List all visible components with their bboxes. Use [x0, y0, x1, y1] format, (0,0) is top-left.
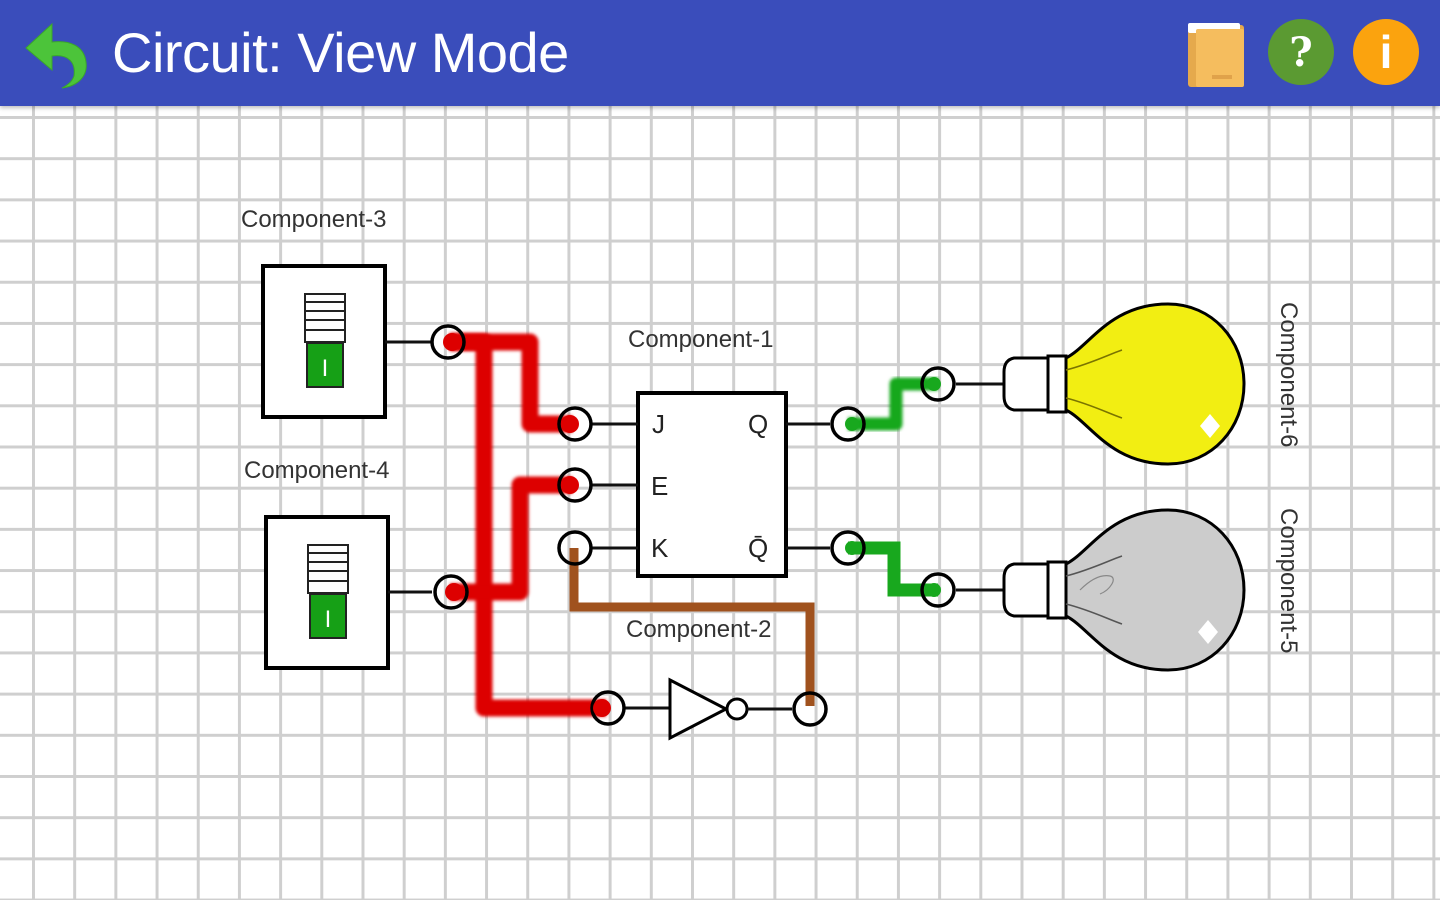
- component-label: Component-2: [626, 616, 771, 643]
- terminal-not-in[interactable]: [590, 690, 626, 726]
- terminal-c4-out[interactable]: [433, 574, 469, 610]
- switch-glyph: I: [322, 355, 329, 382]
- switch-component-4[interactable]: Component-4 I: [244, 457, 432, 670]
- component-label: Component-3: [241, 206, 386, 233]
- terminal-j[interactable]: [557, 406, 593, 442]
- terminal-bulb5-in[interactable]: [920, 572, 956, 608]
- terminal-bulb6-in[interactable]: [920, 366, 956, 402]
- switch-glyph: I: [325, 606, 332, 633]
- not-gate-component-2[interactable]: Component-2: [624, 616, 792, 741]
- manual-button[interactable]: [1184, 19, 1248, 89]
- light-bulb-component-6[interactable]: Component-6: [956, 302, 1302, 466]
- toggle-icon: I: [307, 544, 349, 639]
- pin-label-k: K: [651, 533, 669, 563]
- undo-arrow-icon: [25, 22, 87, 89]
- wire-c3-to-j[interactable]: [450, 333, 572, 433]
- terminal-qbar[interactable]: [830, 530, 866, 566]
- terminal-e[interactable]: [557, 467, 593, 503]
- component-label: Component-6: [1275, 302, 1302, 447]
- app-bar: Circuit: View Mode ? i: [0, 0, 1440, 106]
- switch-component-3[interactable]: Component-3 I: [241, 206, 432, 419]
- pin-label-e: E: [651, 471, 668, 501]
- wire-not-to-k[interactable]: [569, 548, 815, 706]
- wire-end-caps: [443, 333, 941, 717]
- page-title: Circuit: View Mode: [112, 21, 569, 84]
- component-label: Component-4: [244, 457, 389, 484]
- pin-label-j: J: [652, 409, 665, 439]
- wire-qbar-to-bulb5[interactable]: [848, 541, 938, 597]
- info-button[interactable]: i: [1353, 19, 1419, 85]
- pin-label-qbar: Q̄: [748, 533, 768, 563]
- info-icon: i: [1379, 26, 1393, 78]
- help-button[interactable]: ?: [1268, 19, 1334, 85]
- wire-c4-to-e[interactable]: [450, 476, 572, 601]
- book-icon: [1188, 23, 1244, 87]
- terminal-k[interactable]: [557, 530, 593, 566]
- question-icon: ?: [1289, 28, 1313, 76]
- jk-flip-flop-component-1[interactable]: Component-1 J E K Q Q̄: [592, 326, 830, 578]
- back-button[interactable]: [22, 18, 94, 90]
- terminal-q[interactable]: [830, 406, 866, 442]
- terminals: [430, 324, 956, 727]
- wire-q-to-bulb6[interactable]: [848, 377, 938, 431]
- light-bulb-component-5[interactable]: Component-5: [956, 508, 1302, 672]
- terminal-c3-out[interactable]: [430, 324, 466, 360]
- terminal-not-out[interactable]: [792, 691, 828, 727]
- pin-label-q: Q: [748, 409, 768, 439]
- toggle-icon: I: [304, 293, 346, 388]
- wire-c3-to-not-gate[interactable]: [450, 333, 606, 717]
- component-label: Component-1: [628, 326, 773, 353]
- component-label: Component-5: [1275, 508, 1302, 653]
